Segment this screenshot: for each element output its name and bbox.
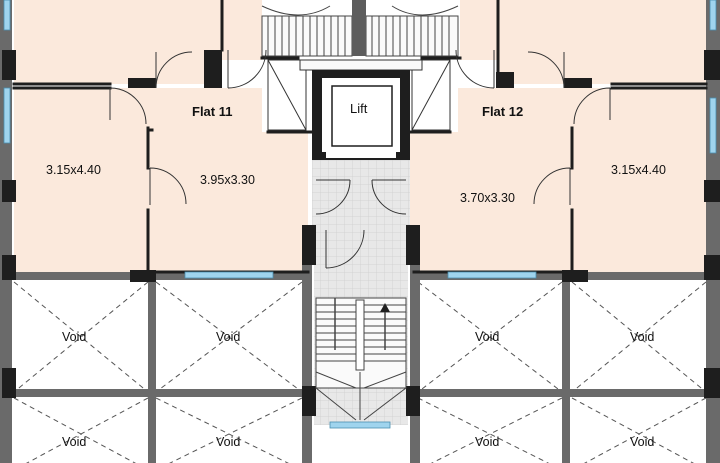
columns <box>2 50 720 416</box>
bedroom-right <box>572 88 706 273</box>
lift-shaft <box>312 70 410 160</box>
void-label: Void <box>62 330 86 344</box>
void-label: Void <box>62 435 86 449</box>
bedroom-left <box>14 88 148 273</box>
void-label: Void <box>475 435 499 449</box>
upper-left-room <box>14 0 222 84</box>
door-left-lobby <box>227 49 267 89</box>
windows <box>3 0 717 429</box>
door-right-entry <box>527 51 565 89</box>
window-hall-right <box>447 271 537 279</box>
door-lift-lobby-left <box>315 179 351 215</box>
upper-right-lobby <box>460 0 500 60</box>
void-label: Void <box>216 435 240 449</box>
labels: Flat 11 Flat 12 Lift 3.15x4.40 3.95x3.30… <box>46 101 666 449</box>
lift-label: Lift <box>350 101 368 116</box>
void-label: Void <box>630 330 654 344</box>
window-left-mid <box>3 87 11 144</box>
door-right-hall <box>533 167 571 205</box>
walls <box>12 0 708 274</box>
window-right-mid <box>709 97 717 154</box>
upper-left-lobby <box>222 0 262 60</box>
door-right-bedroom <box>573 87 611 125</box>
void-label: Void <box>216 330 240 344</box>
door-left-entry <box>155 51 193 89</box>
door-left-hall <box>149 167 187 205</box>
void-label: Void <box>630 435 654 449</box>
void-label: Void <box>475 330 499 344</box>
void-area <box>13 281 707 463</box>
lower-stairs <box>315 297 407 421</box>
room-label-right-hall: 3.70x3.30 <box>460 191 515 205</box>
window-stair <box>329 421 391 429</box>
upper-right-room <box>498 0 706 84</box>
window-left-upper <box>3 0 11 31</box>
room-label-right-bedroom: 3.15x4.40 <box>611 163 666 177</box>
window-right-upper <box>709 0 717 31</box>
doors <box>109 49 611 269</box>
room-label-left-hall: 3.95x3.30 <box>200 173 255 187</box>
room-label-left-bedroom: 3.15x4.40 <box>46 163 101 177</box>
upper-stairs <box>261 0 459 57</box>
flat-11-label: Flat 11 <box>192 104 232 119</box>
window-hall-left <box>184 271 274 279</box>
door-lift-lobby-right <box>371 179 407 215</box>
lift-lobby <box>312 160 410 225</box>
door-right-lobby <box>455 49 495 89</box>
lobby-panels <box>267 59 451 131</box>
flat-12-label: Flat 12 <box>482 104 523 119</box>
door-stair <box>325 229 365 269</box>
door-left-bedroom <box>109 87 147 125</box>
